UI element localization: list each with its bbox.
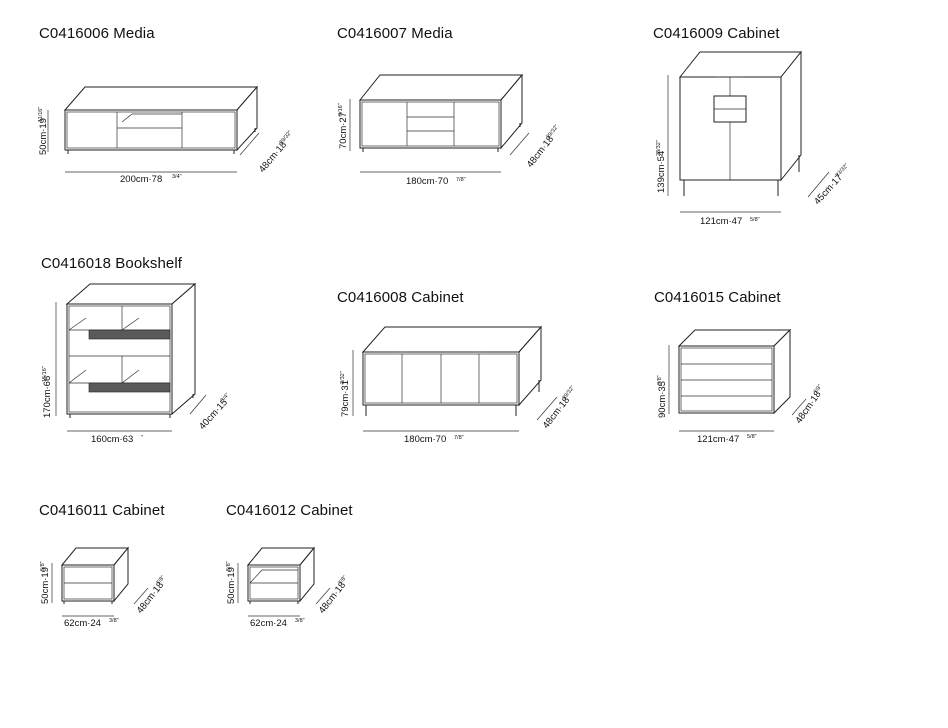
title-c0416008: C0416008 Cabinet (337, 289, 464, 306)
width-frac-c0416018: " (141, 435, 143, 441)
width-c0416018: 160cm·63 (91, 434, 133, 445)
title-c0416018: C0416018 Bookshelf (41, 255, 183, 272)
width-c0416008: 180cm·70 (404, 434, 446, 445)
drawing-c0416015 (668, 328, 807, 432)
width-frac-c0416009: 5/8" (750, 217, 760, 223)
depth-frac-c0416012: 7/8" (338, 575, 349, 586)
drawing-c0416012 (237, 546, 331, 617)
height-frac-c0416008: 3/32" (340, 371, 346, 384)
width-c0416012: 62cm·24 (250, 618, 287, 629)
height-c0416018: 170cm·66 (42, 376, 53, 418)
height-frac-c0416018: 15/16" (42, 366, 48, 382)
width-frac-c0416008: 7/8" (454, 435, 464, 441)
height-c0416012: 50cm·19 (226, 567, 237, 604)
width-frac-c0416011: 3/8" (109, 618, 119, 624)
height-frac-c0416009: 23/32" (656, 140, 662, 156)
title-c0416009: C0416009 Cabinet (653, 25, 780, 42)
height-c0416009: 139cm·54 (656, 151, 667, 193)
height-c0416015: 90cm·35 (657, 381, 668, 418)
width-frac-c0416012: 3/8" (295, 618, 305, 624)
depth-c0416007: 48cm·18 (525, 134, 556, 170)
depth-frac-c0416007: 29/32" (546, 124, 560, 140)
height-frac-c0416007: 9/16" (338, 103, 344, 116)
depth-frac-c0416006: 29/32" (279, 130, 294, 146)
drawing-c0416007 (349, 73, 530, 173)
depth-frac-c0416008: 29/32" (562, 385, 576, 401)
height-c0416011: 50cm·19 (40, 567, 51, 604)
drawing-c0416008 (352, 325, 558, 432)
width-c0416015: 121cm·47 (697, 434, 739, 445)
drawing-c0416009 (667, 50, 830, 213)
height-frac-c0416012: 5/8" (226, 561, 232, 571)
depth-c0416006: 48cm·18 (257, 140, 289, 175)
width-frac-c0416006: 3/4" (172, 174, 182, 180)
depth-frac-c0416011: 7/8" (156, 575, 167, 586)
title-c0416011: C0416011 Cabinet (39, 502, 165, 519)
height-frac-c0416006: 11/16" (38, 107, 44, 122)
height-c0416007: 70cm·27 (338, 112, 349, 149)
title-c0416015: C0416015 Cabinet (654, 289, 781, 306)
depth-frac-c0416015: 7/8" (813, 384, 823, 395)
depth-c0416015: 48cm·18 (793, 389, 823, 426)
height-c0416006: 50cm·19 (38, 118, 49, 155)
width-c0416007: 180cm·70 (406, 176, 448, 187)
height-c0416008: 79cm·31 (340, 380, 351, 417)
drawing-c0416018 (55, 282, 207, 432)
title-c0416006: C0416006 Media (39, 25, 155, 42)
width-frac-c0416015: 5/8" (747, 434, 757, 440)
title-c0416012: C0416012 Cabinet (226, 502, 353, 519)
width-c0416011: 62cm·24 (64, 618, 101, 629)
depth-c0416008: 48cm·18 (541, 395, 572, 431)
width-frac-c0416007: 7/8" (456, 177, 466, 183)
width-c0416009: 121cm·47 (700, 216, 742, 227)
title-c0416007: C0416007 Media (337, 25, 453, 42)
height-frac-c0416015: 3/8" (657, 375, 663, 385)
drawing-c0416011 (51, 546, 149, 617)
depth-frac-c0416018: 3/4" (220, 392, 231, 403)
width-c0416006: 200cm·78 (120, 174, 162, 185)
depth-frac-c0416009: 23/32" (835, 163, 850, 179)
height-frac-c0416011: 5/8" (40, 561, 46, 571)
drawing-c0416006 (47, 85, 260, 173)
